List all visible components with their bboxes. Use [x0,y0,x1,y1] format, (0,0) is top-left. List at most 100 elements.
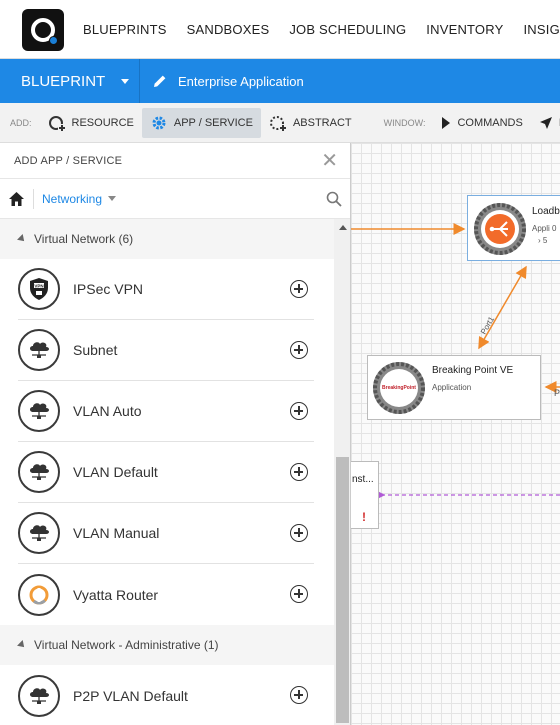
nav-blueprints[interactable]: BLUEPRINTS [83,22,167,37]
add-circle-icon[interactable] [290,686,308,704]
add-app-service-panel: ADD APP / SERVICE ✕ Networking Virtual N… [0,143,351,725]
navigate-label: N [559,117,560,129]
category-filter-row: Networking [0,179,350,219]
add-abstract-label: ABSTRACT [292,116,352,129]
load-balancer-node[interactable]: Loadb Appli 0 › 5 [467,195,560,261]
item-label: Subnet [73,342,118,358]
connection-lines [351,223,560,501]
vyatta-router-icon [18,573,60,616]
partial-node[interactable]: nst... ! [351,461,379,529]
list-item-vlan-manual[interactable]: VLAN Manual [18,503,314,564]
add-abstract-button[interactable]: ABSTRACT [261,108,360,138]
group-header-virtual-network-administrative[interactable]: Virtual Network - Administrative (1) [0,625,334,665]
add-circle-icon[interactable] [290,585,308,603]
add-abstract-icon [269,115,287,132]
blueprint-name: Enterprise Application [178,73,304,89]
category-dropdown[interactable]: Networking [42,191,117,206]
top-navigation: BLUEPRINTS SANDBOXES JOB SCHEDULING INVE… [0,0,560,59]
list-item-p2p-vlan-default[interactable]: P2P VLAN Default [18,665,314,725]
collapse-triangle-icon [17,234,27,244]
item-label: VLAN Auto [73,403,142,419]
chevron-down-icon [121,78,130,84]
category-label: Networking [42,191,103,206]
commands-button[interactable]: COMMANDS [433,108,530,138]
cloud-network-icon [18,390,60,432]
node-title: Loadb [532,206,560,217]
app-service-list: Virtual Network (6) VPN IPSec VPN [0,219,334,725]
blueprint-header: BLUEPRINT Enterprise Application [0,59,560,103]
node-subtitle: Application [432,383,472,392]
breaking-point-logo-text: BreakingPoint [382,385,416,391]
add-circle-icon[interactable] [290,463,308,481]
blueprint-dropdown[interactable]: BLUEPRINT [0,59,140,103]
list-item-vlan-auto[interactable]: VLAN Auto [18,381,314,442]
item-label: P2P VLAN Default [73,687,188,704]
breaking-point-icon [373,362,425,414]
search-icon[interactable] [326,191,342,207]
svg-text:VPN: VPN [34,283,43,288]
add-app-service-label: APP / SERVICE [173,116,253,129]
close-icon[interactable]: ✕ [321,149,338,172]
item-label: IPSec VPN [73,281,144,297]
breaking-point-ve-node[interactable]: BreakingPoint Breaking Point VE Applicat… [367,355,541,420]
collapse-triangle-icon [17,640,27,650]
cloud-network-icon [18,329,60,371]
logo-dot [49,36,58,45]
list-item-subnet[interactable]: Subnet [18,320,314,381]
group-header-virtual-network[interactable]: Virtual Network (6) [0,219,334,259]
list-item-ipsec-vpn[interactable]: VPN IPSec VPN [18,259,314,320]
list-item-vyatta-router[interactable]: Vyatta Router [18,564,314,625]
nav-inventory[interactable]: INVENTORY [426,22,504,37]
group-label: Virtual Network (6) [34,232,134,246]
nav-items: BLUEPRINTS SANDBOXES JOB SCHEDULING INVE… [73,0,560,59]
item-label: Vyatta Router [73,586,159,603]
home-icon[interactable] [8,191,25,207]
add-circle-icon[interactable] [290,524,308,542]
add-circle-icon[interactable] [290,280,308,298]
node-title: Breaking Point VE [432,365,514,376]
navigation-arrow-icon [539,116,552,129]
play-icon [442,116,451,129]
cloud-network-icon [18,512,60,554]
list-item-vlan-default[interactable]: VLAN Default [18,442,314,503]
node-subtitle-2: › 5 [538,236,548,245]
cloud-network-icon [18,674,60,717]
panel-title: ADD APP / SERVICE [14,154,123,167]
nav-insight[interactable]: INSIGHT [523,22,560,37]
node-subtitle: Appli 0 [532,224,557,233]
shield-vpn-icon: VPN [18,268,60,310]
group-label: Virtual Network - Administrative (1) [34,638,219,652]
scrollbar-thumb[interactable] [336,457,349,723]
item-label: VLAN Manual [73,525,160,541]
window-label: WINDOW: [383,117,426,128]
blueprint-dropdown-label: BLUEPRINT [21,72,106,90]
commands-label: COMMANDS [457,116,523,129]
blueprint-canvas[interactable]: Port1 P Loadb Appli 0 › 5 BreakingPoint … [351,143,560,725]
add-circle-icon[interactable] [290,341,308,359]
panel-scrollbar[interactable] [334,219,350,725]
nav-job-scheduling[interactable]: JOB SCHEDULING [289,22,407,37]
scroll-up-arrow-icon[interactable] [339,225,347,230]
connection-line-port1[interactable] [478,265,527,350]
add-resource-button[interactable]: RESOURCE [40,108,142,138]
blueprint-name-edit[interactable]: Enterprise Application [152,59,304,103]
add-resource-icon [48,115,66,132]
node-title: nst... [352,474,374,485]
logo-ring [31,18,55,42]
navigate-button[interactable]: N [531,108,560,138]
edge-label-p: P [554,388,560,398]
app-logo[interactable] [22,9,64,51]
panel-header: ADD APP / SERVICE ✕ [0,143,350,179]
pencil-icon [154,75,166,87]
filter-divider [33,188,34,209]
add-resource-label: RESOURCE [71,116,134,129]
warning-icon: ! [362,510,366,524]
chevron-down-icon [108,196,117,201]
add-label: ADD: [10,117,32,128]
nav-sandboxes[interactable]: SANDBOXES [186,22,270,37]
item-label: VLAN Default [73,464,158,480]
load-balancer-icon [474,203,526,255]
cloud-network-icon [18,451,60,493]
add-circle-icon[interactable] [290,402,308,420]
add-app-service-button[interactable]: APP / SERVICE [141,107,261,138]
